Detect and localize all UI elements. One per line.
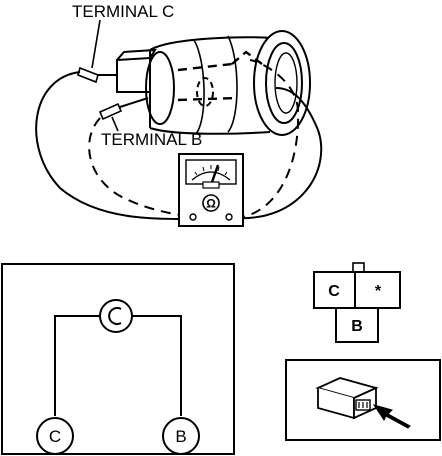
connector-pin-b: B [351,318,363,335]
view-direction-arrow-icon [372,404,411,429]
terminal-c-label: TERMINAL C [72,2,174,21]
ohm-selector-knob [202,194,220,212]
schematic-node-b [162,417,200,455]
terminal-c-leader-line [91,19,101,69]
connector-pin-star: * [375,283,382,300]
schematic-node-c-label: C [49,427,61,446]
ohmmeter: Ω [178,153,244,227]
ohm-symbol-label: Ω [206,197,216,211]
schematic-node-c [36,417,74,455]
probe-terminal-b [98,97,149,121]
meter-jack-right [225,213,233,221]
connector-pin-c: C [328,283,340,300]
schematic-frame [1,263,235,455]
terminal-b-label: TERMINAL B [101,130,202,149]
lighter-socket-illustration [116,30,311,136]
circuit-schematic: C B [1,263,235,455]
connector-pinout: C * B [313,262,401,343]
meter-jack-left [189,213,197,221]
probe-terminal-c [77,66,117,84]
connector-latch [352,262,365,273]
schematic-node-b-label: B [175,427,186,446]
lighter-element-symbol [99,299,133,333]
terminal-b-leader-line [111,116,119,132]
connector-view-inset [285,359,441,441]
